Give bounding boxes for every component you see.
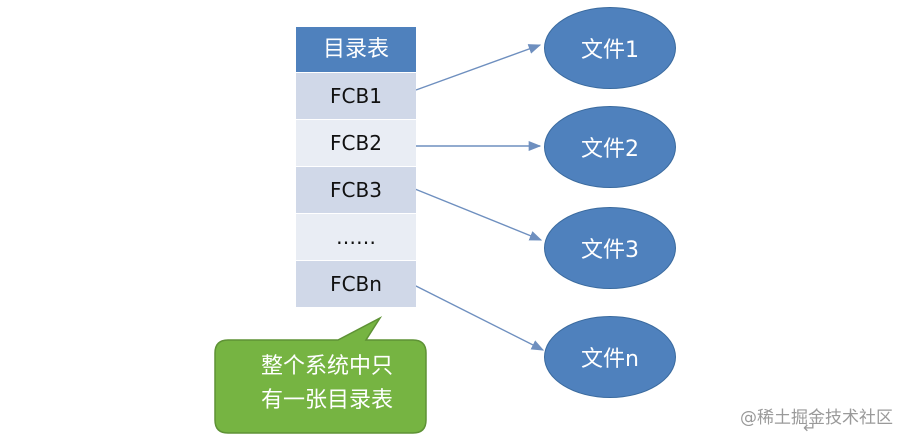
arrow-fcb1-to-file1 [415,44,542,91]
fcb-row-2: FCB2 [296,119,416,166]
callout-line-1: 整个系统中只 [260,354,393,379]
callout-text: 整个系统中只 有一张目录表 [232,350,422,418]
file-node-2: 文件2 [544,106,676,188]
file-node-3: 文件3 [544,207,676,289]
fcb-row-n: FCBn [296,260,416,307]
directory-table: 目录表 FCB1 FCB2 FCB3 …… FCBn [296,27,416,307]
watermark: @稀土掘金技术社区 [740,408,893,428]
directory-table-header: 目录表 [296,27,416,72]
file-node-n: 文件n [544,316,676,398]
arrow-fcb3-to-file3 [409,186,543,241]
callout-bubble [214,316,427,434]
file-node-1: 文件1 [544,7,676,89]
fcb-row-1: FCB1 [296,72,416,119]
arrow-fcbn-to-filen [409,282,545,351]
callout-line-2: 有一张目录表 [260,388,393,413]
fcb-row-ellipsis: …… [296,213,416,260]
fcb-row-3: FCB3 [296,166,416,213]
enter-return-icon: ↵ [803,418,817,437]
